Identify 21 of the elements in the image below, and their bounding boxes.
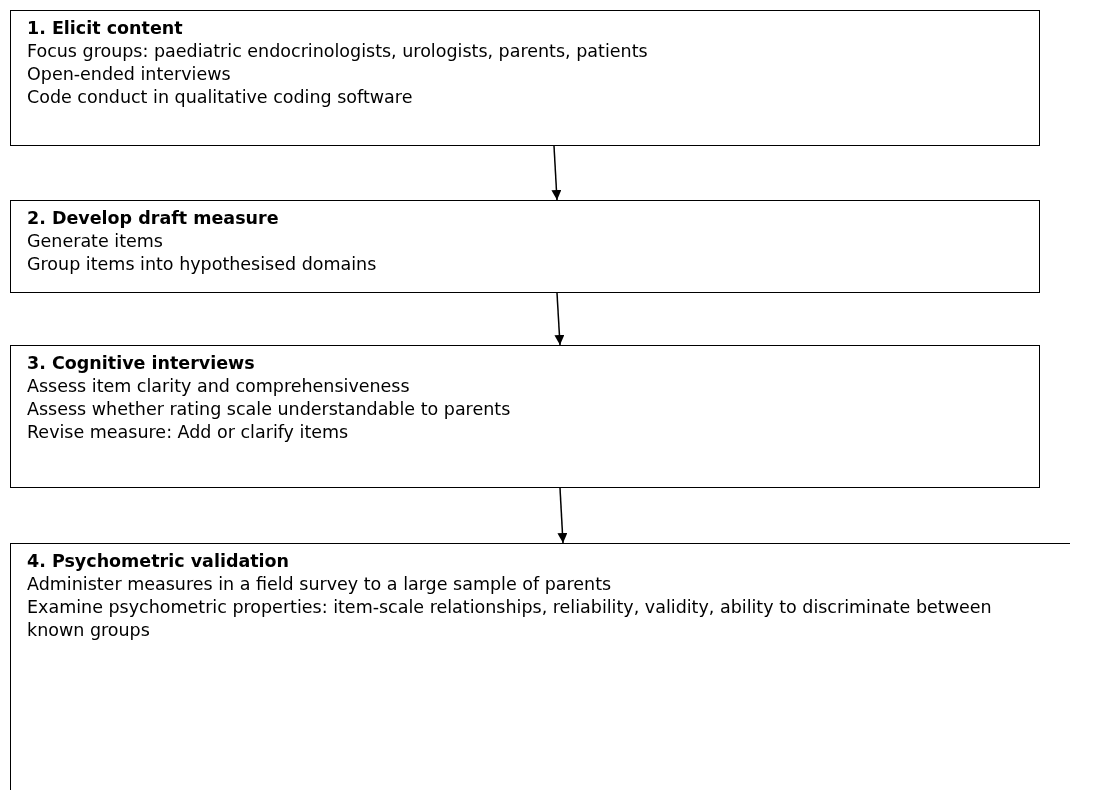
step-heading: 1. Elicit content [27,17,184,40]
step-box [10,345,1040,488]
step-detail: Assess whether rating scale understandable to parents [27,398,512,421]
arrow [551,145,562,201]
step-heading: 2. Develop draft measure [27,207,280,230]
step-heading: 4. Psychometric validation [27,550,291,573]
step-detail: Administer measures in a field survey to a large sample of parents [27,573,613,596]
step-box [10,10,1040,146]
step-detail: Focus groups: paediatric endocrinologists, urologists, parents, patients [27,40,649,63]
step-detail: Examine psychometric properties: item-scale relationships, reliability, validity, ability to discriminate between known groups [27,596,993,642]
step-box [10,200,1040,293]
step-detail: Revise measure: Add or clarify items [27,421,350,444]
step-detail: Generate items [27,230,164,253]
step-detail: Group items into hypothesised domains [27,253,378,276]
arrow [554,292,565,346]
step-detail: Assess item clarity and comprehensiveness [27,375,411,398]
step-detail: Code conduct in qualitative coding software [27,86,414,109]
step-box [10,543,1070,790]
arrow [557,487,568,544]
step-detail: Open-ended interviews [27,63,232,86]
step-heading: 3. Cognitive interviews [27,352,256,375]
